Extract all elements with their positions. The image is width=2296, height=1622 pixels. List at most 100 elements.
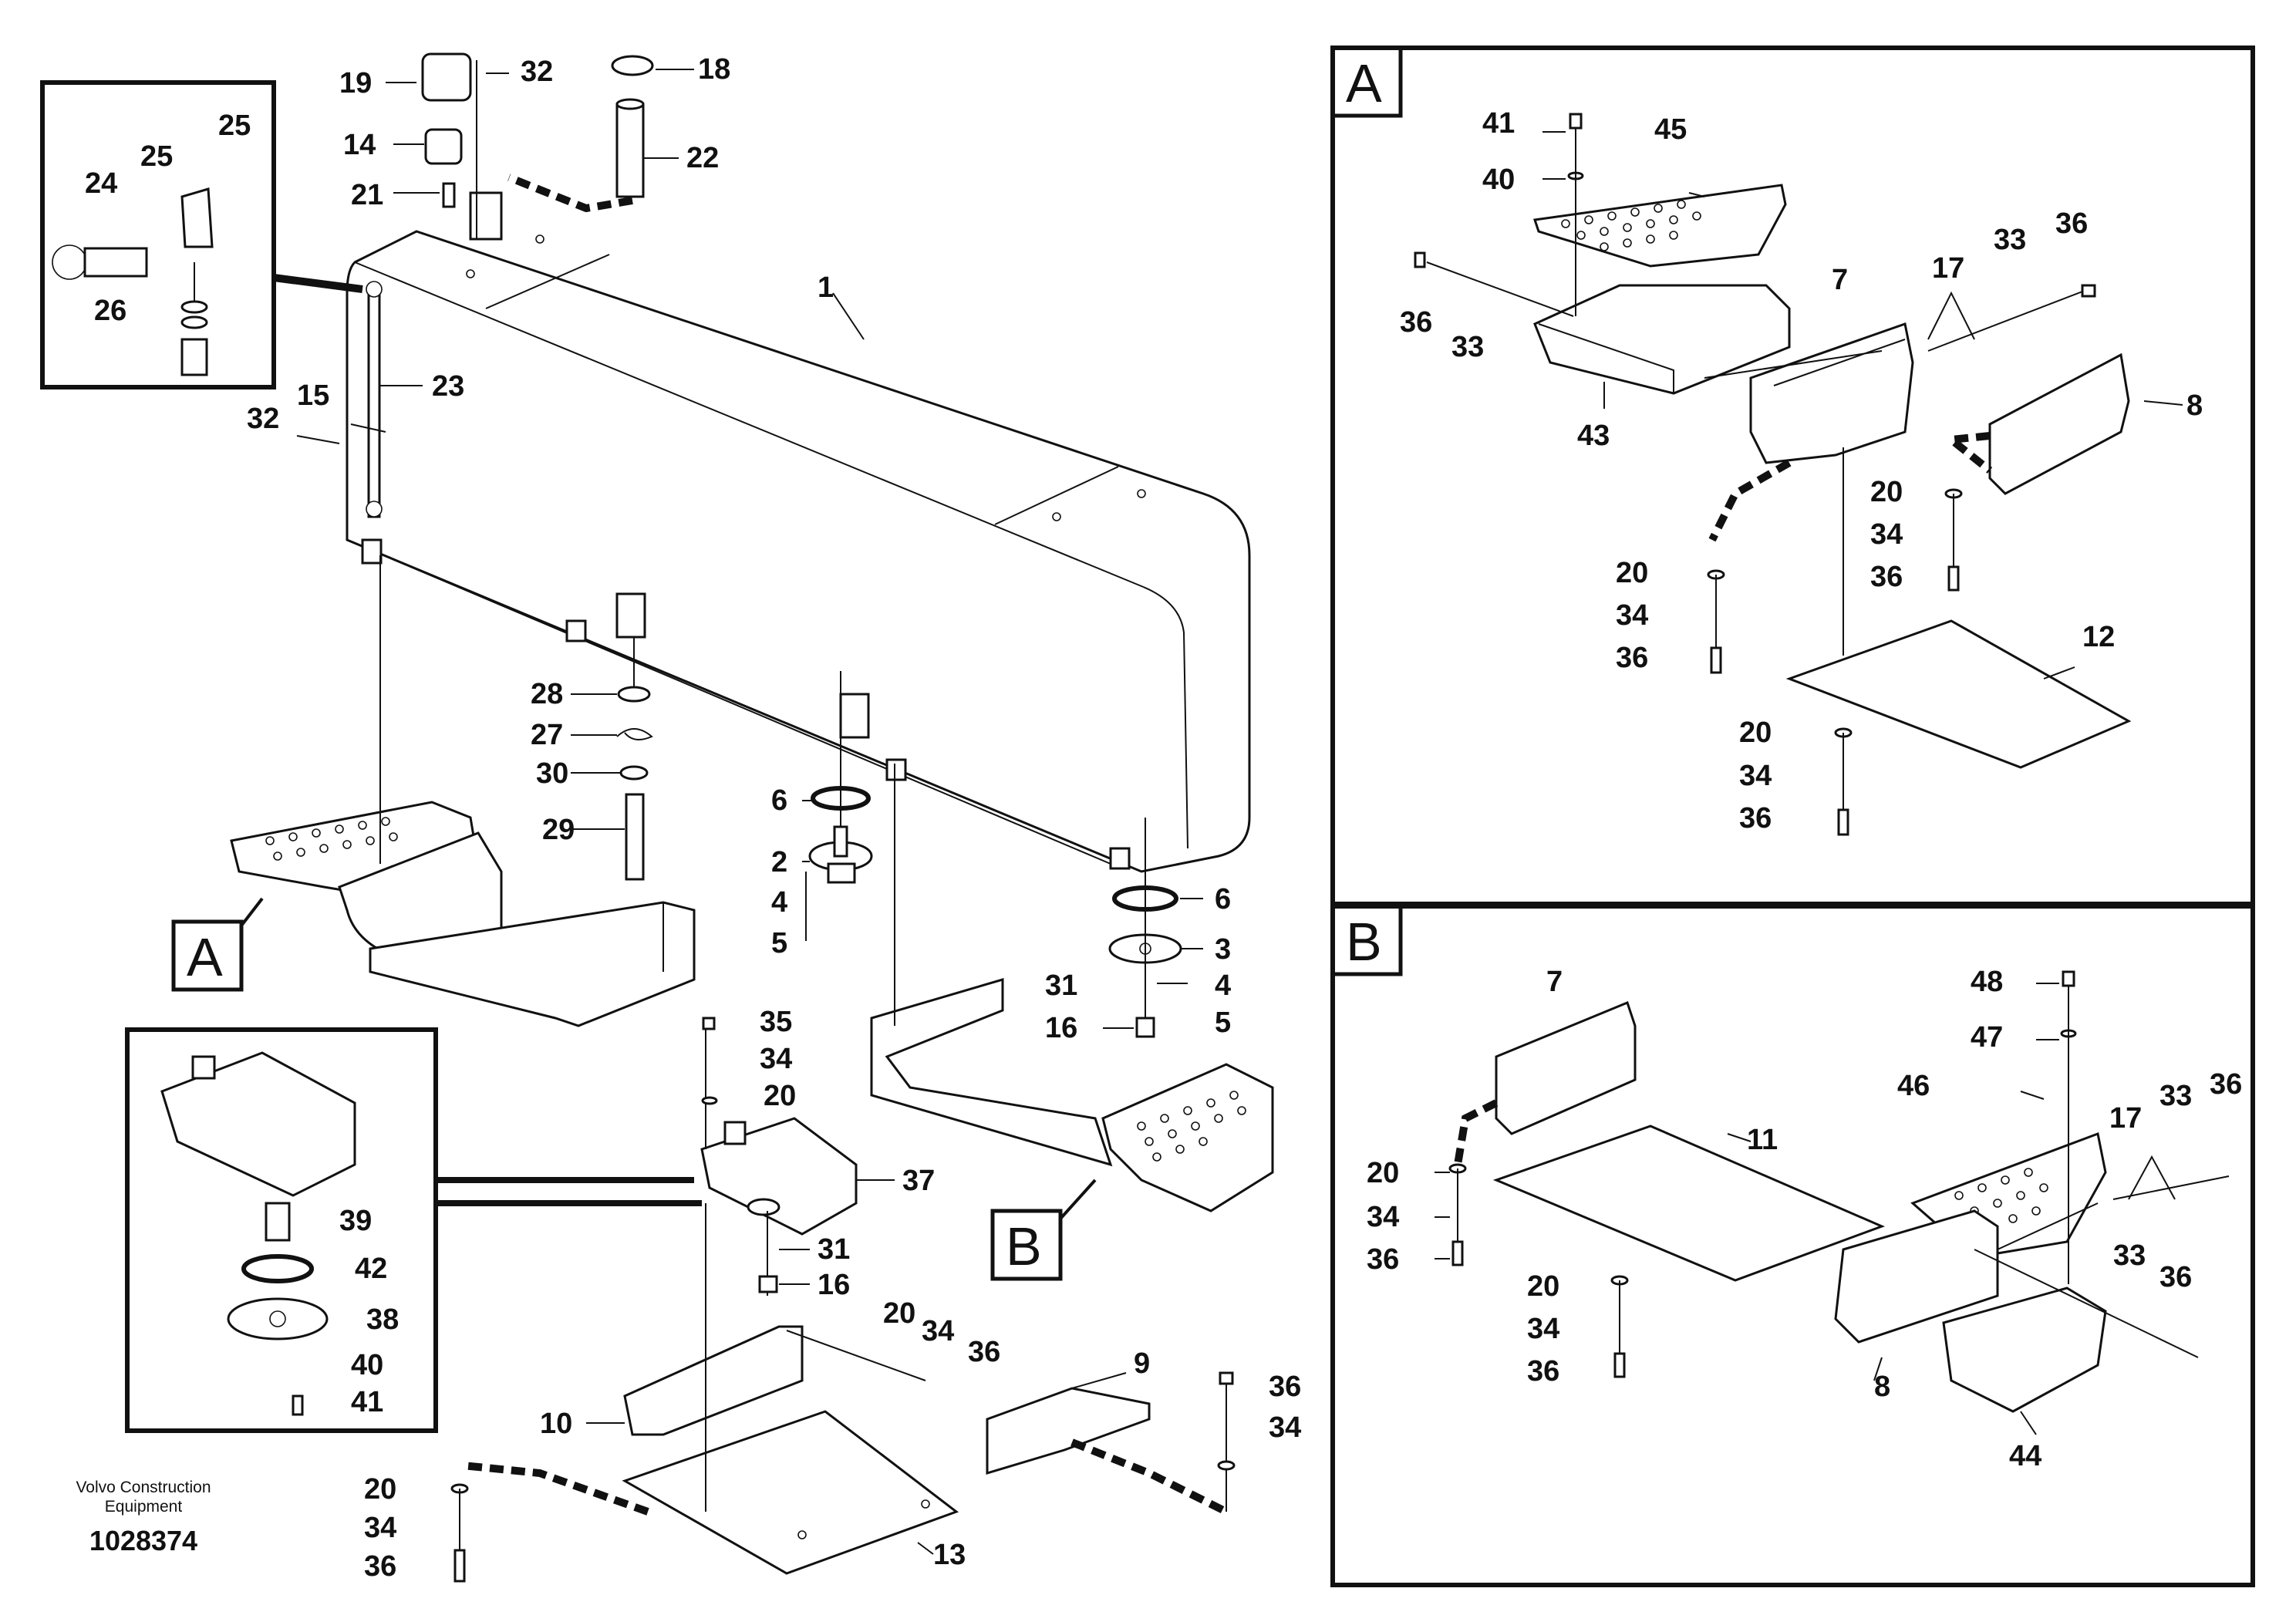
b-label-7: 8 [1874,1371,1890,1403]
a-label-20c: 20 [1739,717,1772,749]
plate-assembly-10-13 [462,1203,959,1575]
label-34b: 34 [922,1315,954,1347]
panel-b [1330,904,2255,1587]
b-label-46: 46 [1897,1070,1930,1102]
a-label-36e: 36 [1739,802,1772,835]
label-32b: 32 [247,403,279,435]
label-34c: 34 [1269,1411,1301,1444]
label-38: 38 [366,1303,399,1336]
a-label-20b: 20 [1616,557,1648,589]
a-label-33b: 33 [1451,331,1484,363]
label-20b: 20 [883,1297,915,1330]
label-28: 28 [531,678,563,710]
label-1: 1 [818,271,834,304]
label-23: 23 [432,370,464,403]
label-22: 22 [686,142,719,174]
main-assembly [40,52,1274,1583]
b-label-17: 17 [2109,1102,2142,1135]
b-label-36c: 36 [1367,1243,1399,1276]
panel-b-labels: 7 8 11 17 20 20 33 33 34 34 36 36 36 36 … [1367,966,2242,1472]
a-label-43: 43 [1577,420,1610,452]
b-label-20: 20 [1367,1157,1399,1189]
label-21: 21 [351,179,383,211]
a-label-40: 40 [1482,164,1515,196]
label-2: 2 [771,846,787,878]
publisher-line-2: Equipment [105,1498,183,1516]
label-16: 16 [1045,1012,1077,1044]
b-label-36b: 36 [2159,1261,2192,1293]
label-27: 27 [531,719,563,751]
label-41: 41 [351,1386,383,1418]
a-label-7: 7 [1832,264,1848,296]
main-leaders [296,69,1203,1555]
panel-a-letter: A [1346,53,1382,113]
drawing-number: 1028374 [89,1525,197,1556]
callout-flags [171,897,1097,1281]
b-label-33b: 33 [2113,1239,2146,1272]
a-label-45: 45 [1654,113,1687,146]
a-label-36: 36 [2055,207,2088,240]
b-label-36: 36 [2210,1068,2242,1101]
tank-body [346,230,1251,873]
label-19: 19 [339,67,372,99]
b-label-36d: 36 [1527,1355,1559,1388]
a-label-34b: 34 [1616,599,1648,632]
breather-assembly [421,52,503,241]
label-36b: 36 [1269,1371,1301,1403]
sensor-bracket-37 [700,1026,858,1296]
tread-holes-45 [1561,200,1701,251]
b-label-47: 47 [1971,1021,2003,1054]
a-label-17: 17 [1932,252,1964,285]
tread-holes-a [265,817,398,861]
a-label-33: 33 [1994,224,2026,256]
label-10: 10 [540,1408,572,1440]
tread-holes-b [1137,1091,1246,1162]
a-label-36c: 36 [1870,561,1903,593]
a-label-12: 12 [2082,621,2115,653]
label-4: 4 [771,886,787,919]
level-gauge-tube [366,281,383,518]
b-label-48: 48 [1971,966,2003,998]
label-34d: 34 [364,1512,396,1544]
label-25b: 25 [218,110,251,142]
b-label-34: 34 [1367,1201,1399,1233]
a-label-34c: 34 [1739,760,1772,792]
a-label-36b: 36 [1400,306,1432,339]
label-3: 3 [1215,933,1231,966]
panel-b-letter: B [1346,912,1382,972]
label-36: 36 [968,1336,1000,1368]
b-label-11: 11 [1747,1124,1778,1156]
label-14: 14 [343,129,376,161]
panel-letters: A B A B [187,53,1382,1276]
label-42: 42 [355,1253,387,1285]
label-39: 39 [339,1205,372,1237]
right-sensor-assembly [1108,818,1182,1038]
label-15: 15 [297,379,329,412]
label-30: 30 [536,757,568,790]
callout-b-letter: B [1006,1216,1042,1276]
label-4b: 4 [1215,969,1231,1002]
b-label-44: 44 [2009,1440,2041,1472]
publisher-line-1: Volvo Construction [76,1479,211,1496]
label-24: 24 [85,167,117,200]
pin-inset-labels: 24 25 25 26 [85,110,251,327]
label-26: 26 [94,295,126,327]
label-25: 25 [140,140,173,173]
b-label-33: 33 [2159,1080,2192,1112]
step-bracket-b [870,764,1274,1212]
label-35: 35 [760,1006,792,1038]
label-31: 31 [1045,969,1077,1002]
callout-a-letter: A [187,927,223,987]
filler-cap-assembly [507,55,654,213]
label-18: 18 [698,53,730,86]
label-36c: 36 [364,1550,396,1583]
label-5: 5 [771,927,787,959]
level-sensor-assembly [805,671,873,941]
label-29: 29 [542,814,575,846]
main-labels: 1 2 3 4 4 5 5 6 6 9 10 13 14 15 16 16 18… [247,53,1301,1583]
label-34: 34 [760,1043,792,1075]
sensor-inset-labels: 38 39 40 41 42 [339,1205,399,1418]
a-label-36d: 36 [1616,642,1648,674]
fastener-stacks [450,1017,1236,1583]
